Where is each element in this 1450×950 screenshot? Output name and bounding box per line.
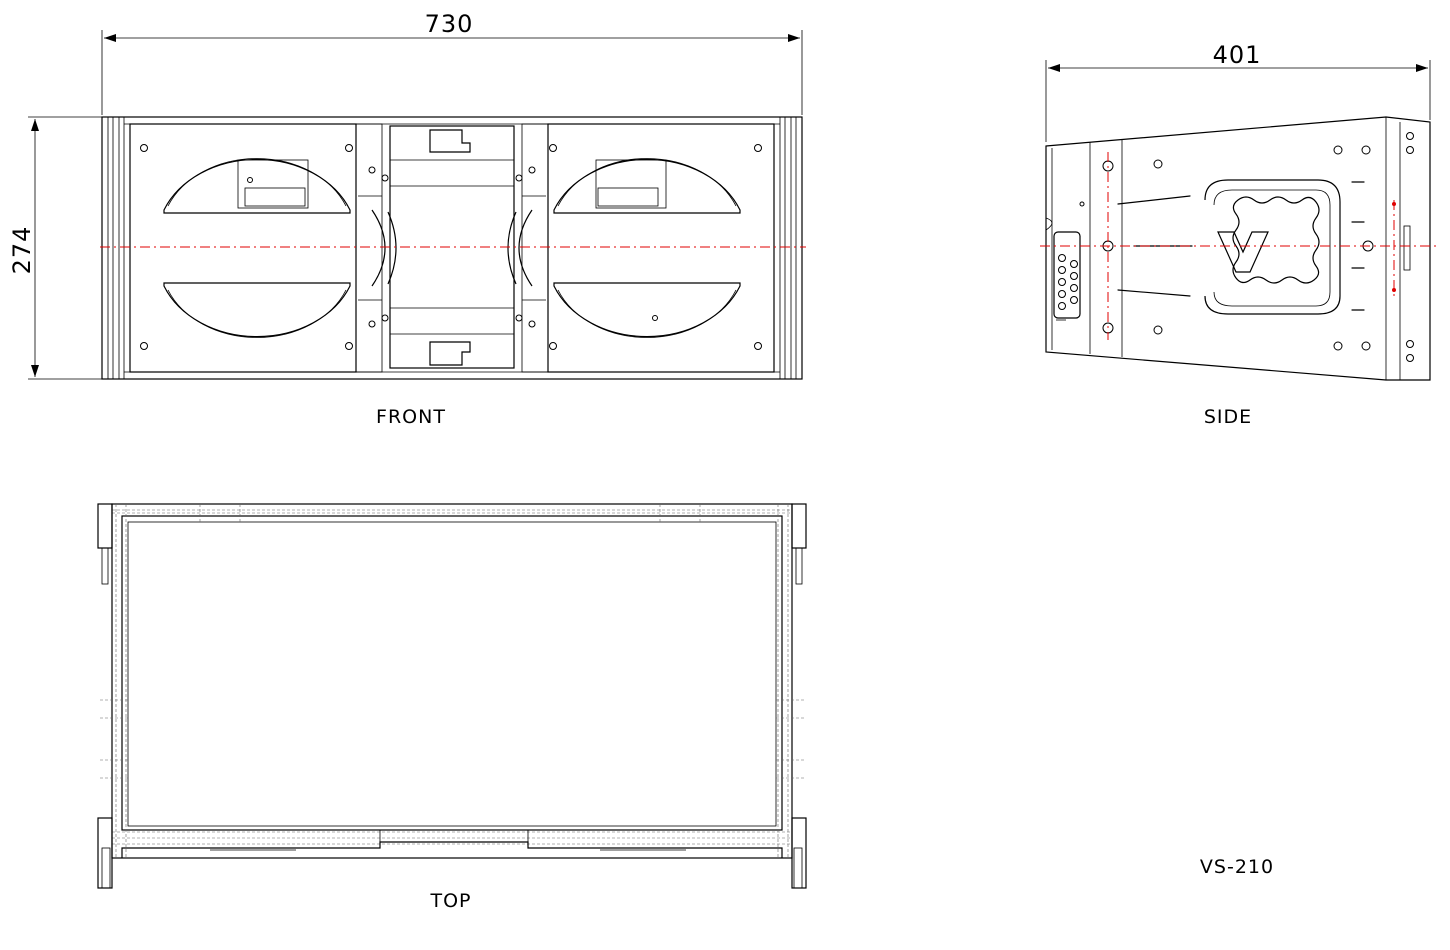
front-width-dimension: 730 xyxy=(101,10,803,115)
top-view: TOP xyxy=(97,503,807,912)
model-name: VS-210 xyxy=(1200,856,1274,878)
side-depth-value: 401 xyxy=(1213,41,1262,69)
side-view: 401 xyxy=(1040,41,1436,428)
top-view-label: TOP xyxy=(429,890,471,912)
front-view: 730 274 xyxy=(8,10,806,428)
side-view-label: SIDE xyxy=(1204,406,1252,428)
front-view-label: FRONT xyxy=(376,406,446,428)
front-height-dimension: 274 xyxy=(8,116,120,380)
front-width-value: 730 xyxy=(425,10,474,38)
side-depth-dimension: 401 xyxy=(1045,41,1431,142)
front-height-value: 274 xyxy=(8,226,36,275)
